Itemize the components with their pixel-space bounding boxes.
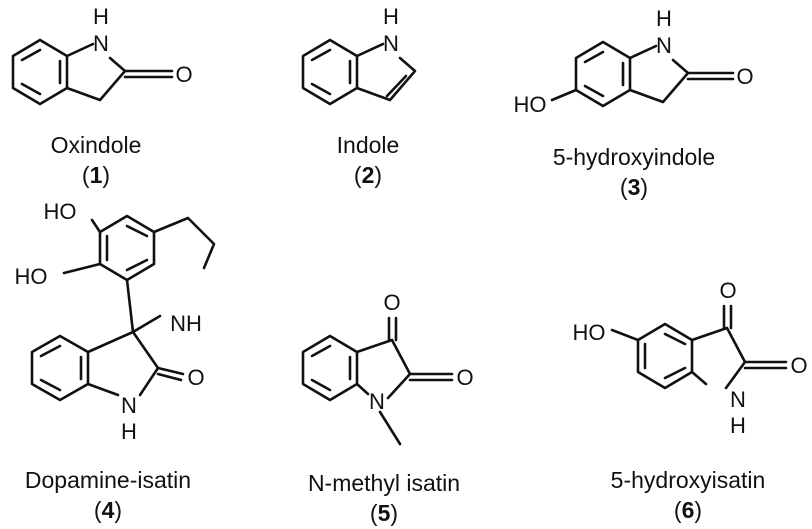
atom-n: N bbox=[730, 387, 746, 412]
atom-h: H bbox=[730, 413, 746, 438]
atom-ho: HO bbox=[514, 92, 547, 117]
compound-number: (6) bbox=[674, 497, 702, 523]
structure-5-hydroxyisatin bbox=[610, 304, 788, 390]
structure-indole bbox=[301, 38, 417, 106]
compound-name: 5-hydroxyindole bbox=[553, 144, 715, 170]
compound-oxindole: N H O Oxindole (1) bbox=[11, 4, 193, 188]
atom-o: O bbox=[175, 62, 192, 87]
compound-name: Oxindole bbox=[51, 132, 142, 158]
atom-n: N bbox=[121, 393, 137, 418]
atom-h: H bbox=[383, 4, 399, 29]
atom-h: H bbox=[93, 4, 109, 29]
compound-name: N-methyl isatin bbox=[308, 470, 460, 496]
atom-nh: NH bbox=[170, 311, 202, 336]
atom-n: N bbox=[656, 33, 672, 58]
structure-oxindole bbox=[11, 38, 174, 106]
atom-o-right: O bbox=[456, 365, 473, 390]
atom-o-right: O bbox=[790, 353, 807, 378]
compound-5-hydroxyisatin: HO O O N H 5-hydroxyisatin (6) bbox=[573, 278, 808, 523]
compound-5-hydroxyindole: N H O HO 5-hydroxyindole (3) bbox=[514, 6, 754, 200]
atom-n: N bbox=[383, 31, 399, 56]
atom-h: H bbox=[121, 419, 137, 444]
compound-number: (3) bbox=[620, 174, 648, 200]
compound-number: (4) bbox=[94, 497, 122, 523]
structure-n-methyl-isatin bbox=[301, 316, 454, 446]
compound-number: (1) bbox=[82, 162, 110, 188]
atom-h: H bbox=[656, 6, 672, 31]
structure-5-hydroxyindole bbox=[550, 40, 735, 108]
atom-n: N bbox=[93, 31, 109, 56]
atom-n: N bbox=[369, 389, 385, 414]
atom-ho-top: HO bbox=[44, 199, 77, 224]
compound-name: Dopamine-isatin bbox=[25, 467, 191, 493]
compound-name: Indole bbox=[337, 132, 400, 158]
atom-o: O bbox=[187, 365, 204, 390]
atom-o-top: O bbox=[719, 278, 736, 303]
compound-name: 5-hydroxyisatin bbox=[611, 467, 766, 493]
compound-n-methyl-isatin: O O N N-methyl isatin (5) bbox=[301, 290, 474, 526]
atom-o-top: O bbox=[383, 290, 400, 315]
compound-indole: N H Indole (2) bbox=[301, 4, 417, 188]
compound-dopamine-isatin: HO HO NH O N H Dopamine-isatin (4) bbox=[15, 199, 216, 523]
structure-dopamine-isatin bbox=[30, 214, 216, 402]
atom-o: O bbox=[736, 64, 753, 89]
atom-ho-mid: HO bbox=[15, 264, 48, 289]
atom-ho: HO bbox=[573, 320, 606, 345]
compound-number: (2) bbox=[354, 162, 382, 188]
compound-number: (5) bbox=[370, 500, 398, 526]
